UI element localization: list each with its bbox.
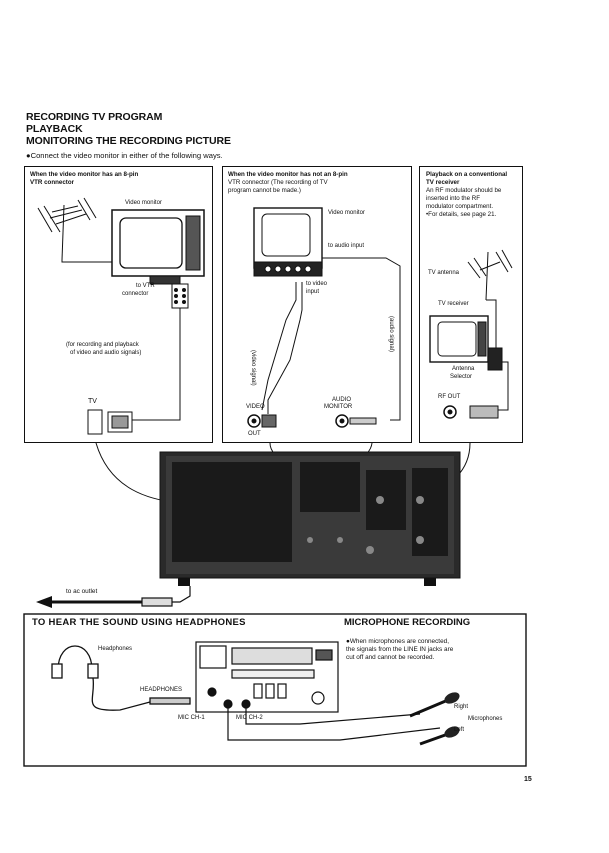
panel-right-line-6: •For details, see page 21. [426,211,497,218]
label-headphones-jack: HEADPHONES [140,687,183,693]
headphones-section-title: TO HEAR THE SOUND USING HEADPHONES [32,617,246,628]
panel-middle-title-1: When the video monitor has not an 8-pin [228,171,348,178]
panel-right-line-4: inserted into the RF [426,195,480,202]
video-monitor-icon [111,209,205,285]
label-out: OUT [248,431,261,437]
heading-monitoring: MONITORING THE RECORDING PICTURE [26,135,231,147]
label-selector: Selector [450,374,473,380]
right-antenna-icon [467,249,513,301]
label-microphones: Microphones [468,716,503,722]
label-tv-receiver: TV receiver [438,301,469,307]
label-antenna: Antenna [452,366,475,372]
panel-right-line-5: modulator compartment. [426,203,494,210]
label-input: input [306,289,320,295]
mic-text-1: ●When microphones are connected, [346,638,449,645]
panel-right-title-2: TV receiver [426,179,460,186]
video-out-connector-icon [247,414,277,428]
label-video: VIDEO [246,404,265,410]
rf-out-connector-icon [443,405,499,419]
headphones-icon [51,645,191,711]
label-to-vtr: to VTR [136,283,155,289]
bottom-box [23,613,527,767]
label-mic-ch1: MIC CH-1 [178,715,205,721]
label-rf-out: RF OUT [438,394,461,400]
ac-cord [141,586,191,607]
label-ac-outlet: to ac outlet [66,588,98,595]
ac-arrow [36,596,142,608]
label-video-signal: (video signal) [250,350,256,386]
label-monitor: MONITOR [324,404,353,410]
8pin-connector-icon [171,283,189,309]
label-tv-antenna: TV antenna [428,270,460,276]
vtr-front-icon [195,641,339,713]
panel-right-title-1: Playback on a conventional [426,171,508,178]
label-note-1: (for recording and playback [66,342,139,348]
label-mic-ch2: MIC CH-2 [236,715,263,721]
label-audio: AUDIO [332,397,352,403]
microphone-icon-left [419,726,460,746]
intro-text: ●Connect the video monitor in either of … [26,151,223,160]
heading-playback: PLAYBACK [26,123,83,135]
microphone-section-title: MICROPHONE RECORDING [344,617,471,628]
tv-connector-icon [87,409,150,435]
audio-monitor-connector-icon [335,414,377,428]
panel-left-title-1: When the video monitor has an 8-pin [30,171,139,178]
panel-middle-title-2: VTR connector (The recording of TV [228,179,328,186]
label-to-video: to video [306,281,328,287]
label-tv: TV [88,398,97,405]
label-left: Left [454,727,465,733]
label-audio-signal: (audio signal) [388,316,394,353]
label-note-2: of video and audio signals) [70,350,142,356]
label-to-audio-input: to audio input [328,243,365,249]
vtr-rear-panel [159,451,461,586]
mic-cables [227,708,441,741]
tv-receiver-icon [429,315,489,363]
panel-middle-title-3: program cannot be made.) [228,187,301,194]
mic-text-3: cut off and cannot be recorded. [346,654,435,661]
microphone-icon-right [409,692,460,718]
label-right: Right [454,704,469,710]
page-number: 15 [524,776,532,783]
panel-rf [419,166,523,443]
heading-recording: RECORDING TV PROGRAM [26,111,163,123]
antenna-icon [37,197,97,261]
label-connector: connector [122,291,149,297]
middle-monitor-icon [253,207,323,277]
mic-text-2: the signals from the LINE IN jacks are [346,646,454,653]
label-headphones: Headphones [98,646,133,652]
panel-left-title-2: VTR connector [30,179,75,186]
label-video-monitor: Video monitor [125,200,162,206]
label-mid-video-monitor: Video monitor [328,210,365,216]
panel-right-line-3: An RF modulator should be [426,187,502,194]
